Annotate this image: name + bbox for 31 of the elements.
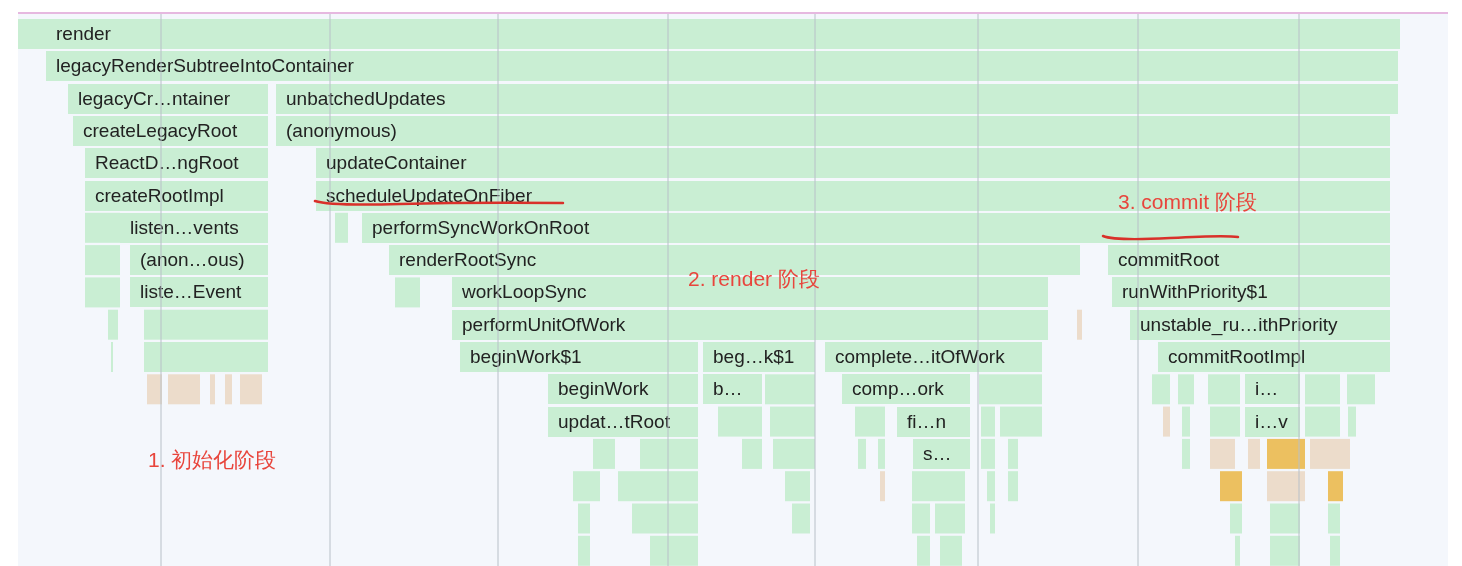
flame-bar: comp…ork xyxy=(842,374,970,405)
flame-bar: s… xyxy=(913,438,970,469)
flame-bar: liste…Event xyxy=(130,277,268,308)
flame-bar: createRootImpl xyxy=(85,180,268,211)
flame-bar: unstable_ru…ithPriority xyxy=(1130,309,1390,340)
flame-bar: legacyRenderSubtreeIntoContainer xyxy=(46,51,1398,82)
flame-bar: performUnitOfWork xyxy=(452,309,1048,340)
flame-bar: updat…tRoot xyxy=(548,406,698,437)
flame-bar: (anon…ous) xyxy=(130,245,268,276)
flame-bar: unbatchedUpdates xyxy=(276,83,1398,114)
annotation-text: 3. commit 阶段 xyxy=(1118,189,1257,215)
flame-bar: beginWork$1 xyxy=(460,342,698,372)
flame-bar: listen…vents xyxy=(120,212,268,243)
flame-bar: b… xyxy=(703,374,762,405)
flame-bar: runWithPriority$1 xyxy=(1112,277,1390,308)
flame-bar: beginWork xyxy=(548,374,698,405)
flame-bar: render xyxy=(46,19,1400,49)
flame-bar: i… xyxy=(1245,374,1300,405)
flame-bar: legacyCr…ntainer xyxy=(68,83,268,114)
flame-bar: (anonymous) xyxy=(276,115,1390,146)
flame-bar: createLegacyRoot xyxy=(73,115,268,146)
flame-bar: i…v xyxy=(1245,406,1300,437)
flame-bar: performSyncWorkOnRoot xyxy=(362,212,1390,243)
flame-bar: beg…k$1 xyxy=(703,342,815,372)
flame-bar: commitRoot xyxy=(1108,245,1390,276)
flame-bar: fi…n xyxy=(897,406,970,437)
flame-bar: commitRootImpl xyxy=(1158,342,1390,372)
annotation-text: 1. 初始化阶段 xyxy=(148,447,277,473)
flame-bar: ReactD…ngRoot xyxy=(85,148,268,179)
flame-bar: complete…itOfWork xyxy=(825,342,1042,372)
flame-bar: updateContainer xyxy=(316,148,1390,179)
